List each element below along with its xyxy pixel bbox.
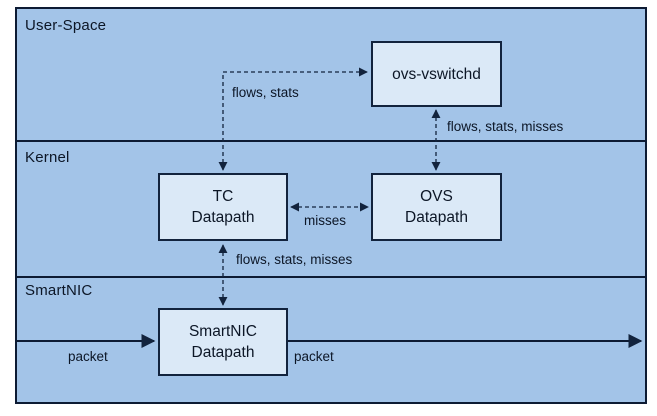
diagram-outer-border bbox=[15, 7, 647, 404]
node-ovs-datapath: OVS Datapath bbox=[371, 173, 502, 241]
edge-label-packet-out: packet bbox=[294, 349, 334, 364]
section-label-smartnic: SmartNIC bbox=[25, 282, 93, 299]
node-smartnic-datapath: SmartNIC Datapath bbox=[158, 308, 288, 376]
edge-label-flows-stats: flows, stats bbox=[232, 85, 299, 100]
userspace-kernel-divider bbox=[15, 140, 647, 142]
edge-label-flows-stats-misses-lower: flows, stats, misses bbox=[236, 252, 353, 267]
edge-label-misses: misses bbox=[304, 213, 347, 228]
node-tc-datapath: TC Datapath bbox=[158, 173, 288, 241]
edge-label-flows-stats-misses-upper: flows, stats, misses bbox=[447, 119, 564, 134]
edge-label-packet-in: packet bbox=[68, 349, 108, 364]
section-label-kernel: Kernel bbox=[25, 149, 70, 166]
node-ovs-vswitchd: ovs-vswitchd bbox=[371, 41, 502, 107]
kernel-smartnic-divider bbox=[15, 276, 647, 278]
section-label-user-space: User-Space bbox=[25, 17, 107, 34]
